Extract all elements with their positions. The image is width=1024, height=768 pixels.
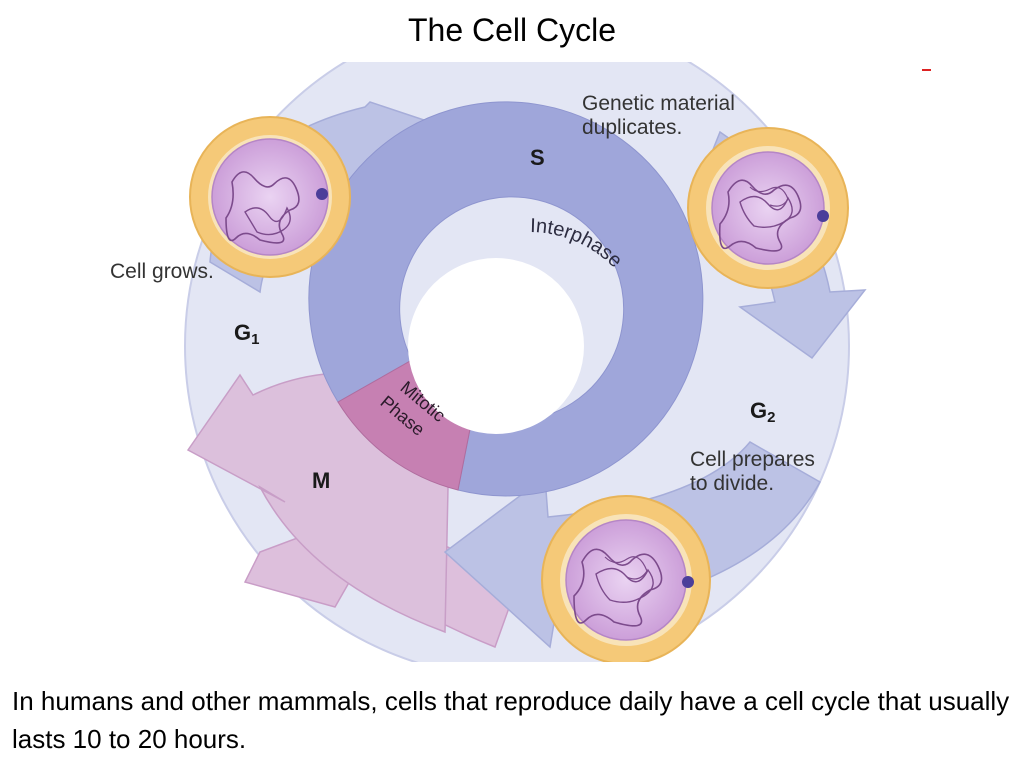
- cell-s: [687, 127, 849, 289]
- center-hole: [408, 258, 584, 434]
- g1-description: Cell grows.: [110, 260, 214, 283]
- phase-s-label: S: [530, 145, 545, 170]
- g2-description: Cell prepares to divide.: [690, 448, 815, 495]
- caption-text: In humans and other mammals, cells that …: [12, 686, 1010, 754]
- interphase-ring: [308, 101, 704, 497]
- cell-g2: [541, 495, 711, 662]
- phase-g2-label: G2: [750, 398, 776, 426]
- phase-g1-label: G1: [234, 320, 260, 348]
- phase-m-label: M: [312, 468, 331, 493]
- slide-title: The Cell Cycle: [407, 12, 617, 48]
- cell-g1: [189, 116, 351, 278]
- cell-cycle-diagram: Interphase Mitotic Phase S G1 G2 M Genet…: [100, 62, 940, 662]
- red-mark: [922, 69, 931, 71]
- cell-cycle-graphic: Interphase Mitotic Phase: [184, 62, 867, 662]
- s-description: Genetic material duplicates.: [582, 92, 735, 139]
